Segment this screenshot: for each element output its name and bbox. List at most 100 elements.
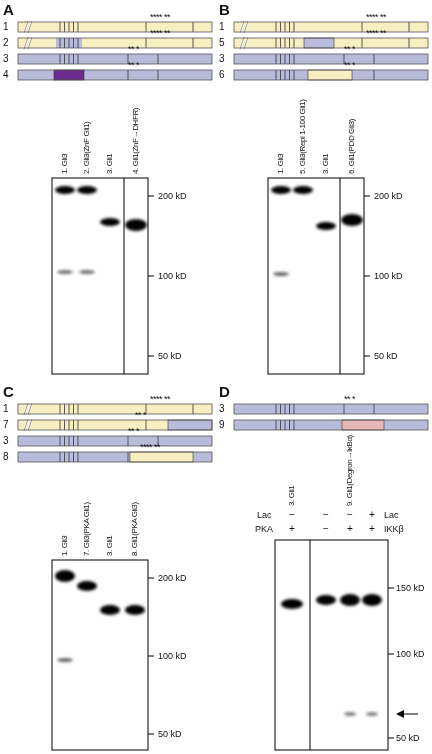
panel-letter: D xyxy=(219,384,230,400)
phospho-site-marks: **** ** xyxy=(140,443,160,452)
size-marker: 50 kD xyxy=(158,350,182,362)
domain-map xyxy=(18,70,212,80)
lane-label: 3. Gli1 xyxy=(105,154,115,174)
lane-label: 9. Gli1(Degron→IκBα) xyxy=(345,435,355,506)
lane-label: 3. Gli1 xyxy=(287,486,297,506)
domain-map xyxy=(18,404,212,414)
treatment-sign: + xyxy=(347,523,353,535)
construct-number: 1 xyxy=(219,21,225,33)
domain-map xyxy=(18,22,212,32)
construct-bar: 3 xyxy=(3,54,212,64)
construct-number: 1 xyxy=(3,403,9,415)
construct-bar: 2 xyxy=(3,38,212,48)
size-marker: 100 kD xyxy=(158,650,187,662)
size-marker: 50 kD xyxy=(374,350,398,362)
lane-label: 3. Gli1 xyxy=(105,536,115,556)
construct-number: 9 xyxy=(219,419,225,431)
treatment-sign: − xyxy=(347,509,353,521)
phospho-site-marks: ** * xyxy=(344,45,355,54)
treatment-sign: + xyxy=(289,523,295,535)
domain-map xyxy=(18,452,212,462)
construct-number: 3 xyxy=(3,53,9,65)
condition-label: Lac xyxy=(257,509,272,521)
phospho-site-marks: **** ** xyxy=(150,29,170,38)
domain-map xyxy=(234,404,428,414)
construct-bar: 6 xyxy=(219,70,428,80)
lane-label: 3. Gli1 xyxy=(321,154,331,174)
construct-number: 2 xyxy=(3,37,9,49)
domain-map xyxy=(234,38,428,48)
phospho-site-marks: ** * xyxy=(128,427,139,436)
phospho-site-marks: ** * xyxy=(344,395,355,404)
condition-label: IKKβ xyxy=(384,523,404,535)
condition-label: Lac xyxy=(384,509,399,521)
phospho-site-marks: ** * xyxy=(135,411,146,420)
condition-label: PKA xyxy=(255,523,273,535)
domain-map xyxy=(234,70,428,80)
phospho-site-marks: **** ** xyxy=(366,13,386,22)
blot-c xyxy=(52,560,154,750)
size-marker: 50 kD xyxy=(158,728,182,740)
construct-number: 3 xyxy=(3,435,9,447)
construct-number: 6 xyxy=(219,69,225,81)
phospho-site-marks: ** * xyxy=(128,45,139,54)
phospho-site-marks: **** ** xyxy=(150,395,170,404)
construct-number: 7 xyxy=(3,419,9,431)
size-marker: 50 kD xyxy=(396,732,420,744)
lane-label: 1. Gli3 xyxy=(276,154,286,174)
domain-map xyxy=(18,38,212,48)
panel-letter: B xyxy=(219,2,230,18)
lane-label: 2. Gli3(ZnF Gli1) xyxy=(82,122,92,174)
construct-bar: 5 xyxy=(219,38,428,48)
construct-bar: 1 xyxy=(219,22,428,32)
construct-bar: 3 xyxy=(219,404,428,414)
blot-b xyxy=(268,178,370,374)
treatment-sign: − xyxy=(289,509,295,521)
construct-bar: 3 xyxy=(3,436,212,446)
construct-bar: 9 xyxy=(219,420,428,430)
treatment-sign: − xyxy=(323,509,329,521)
blot-d xyxy=(275,540,418,750)
phospho-site-marks: **** ** xyxy=(366,29,386,38)
lane-label: 8. Gli1(PKA Gli3) xyxy=(130,502,140,556)
phospho-site-marks: ** * xyxy=(344,61,355,70)
panel-letter: A xyxy=(3,2,14,18)
lane-label: 1. Gli3 xyxy=(60,154,70,174)
lane-label: 6. Gli1(PDD Gli3) xyxy=(347,119,357,174)
construct-bar: 3 xyxy=(219,54,428,64)
construct-bar: 8 xyxy=(3,452,212,462)
domain-map xyxy=(234,54,428,64)
treatment-sign: + xyxy=(369,523,375,535)
size-marker: 100 kD xyxy=(158,270,187,282)
size-marker: 200 kD xyxy=(374,190,403,202)
construct-bar: 4 xyxy=(3,70,212,80)
construct-bar: 7 xyxy=(3,420,212,430)
size-marker: 200 kD xyxy=(158,572,187,584)
lane-label: 5. Gli3(Repl 1-100 Gli1) xyxy=(298,100,308,174)
phospho-site-marks: **** ** xyxy=(150,13,170,22)
blot-a xyxy=(52,178,154,374)
domain-map xyxy=(18,436,212,446)
treatment-sign: + xyxy=(369,509,375,521)
size-marker: 100 kD xyxy=(374,270,403,282)
size-marker: 100 kD xyxy=(396,648,425,660)
construct-bar: 1 xyxy=(3,22,212,32)
panel-letter: C xyxy=(3,384,14,400)
domain-map xyxy=(18,420,212,430)
construct-number: 3 xyxy=(219,403,225,415)
construct-number: 5 xyxy=(219,37,225,49)
size-marker: 150 kD xyxy=(396,582,425,594)
construct-number: 4 xyxy=(3,69,9,81)
treatment-sign: − xyxy=(323,523,329,535)
construct-number: 3 xyxy=(219,53,225,65)
construct-number: 8 xyxy=(3,451,9,463)
domain-map xyxy=(234,22,428,32)
domain-map xyxy=(18,54,212,64)
construct-number: 1 xyxy=(3,21,9,33)
lane-label: 1. Gli3 xyxy=(60,536,70,556)
domain-map xyxy=(234,420,428,430)
lane-label: 7. Gli3(PKA Gli1) xyxy=(82,502,92,556)
construct-bar: 1 xyxy=(3,404,212,414)
lane-label: 4. Gli1(ZnF→DHFR) xyxy=(131,108,141,174)
